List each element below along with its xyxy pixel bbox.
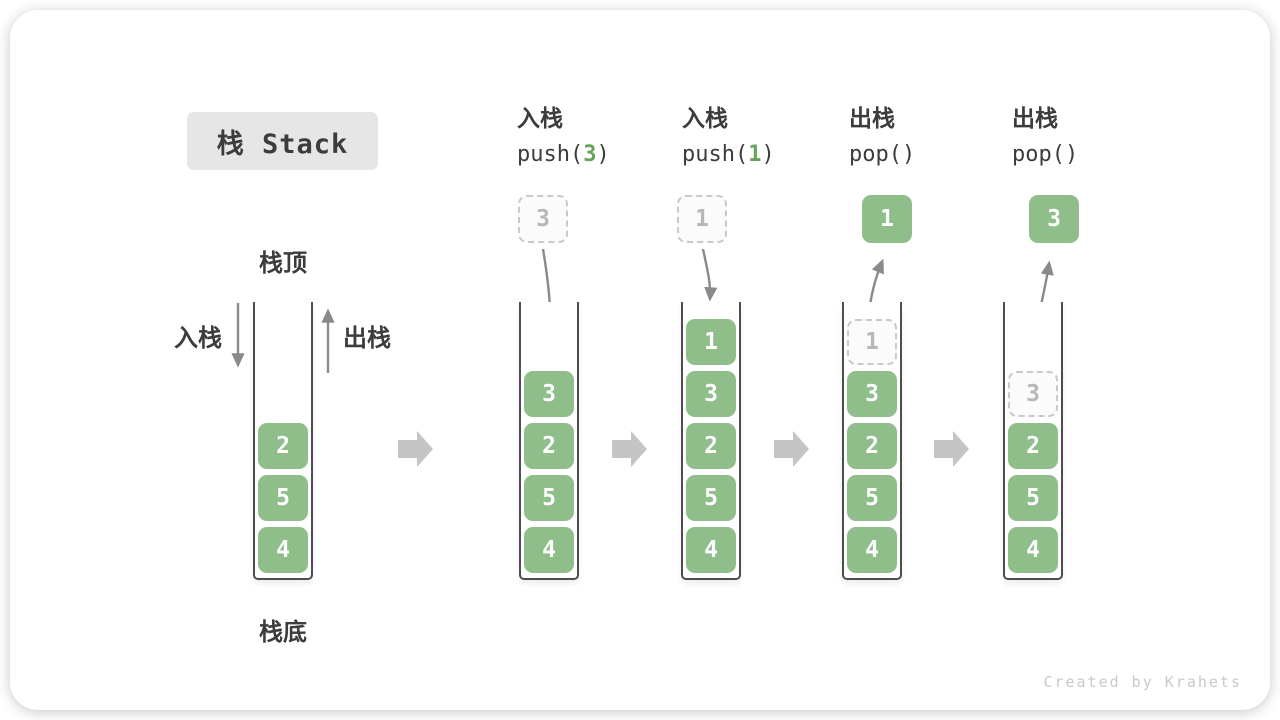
op-arg: 3 — [583, 142, 597, 167]
stack-cell: 3 — [524, 371, 574, 417]
stack-initial: 2 5 4 — [253, 302, 313, 580]
stack-after-pop-1: 1 3 2 5 4 — [842, 302, 902, 580]
op-code: pop() — [1012, 142, 1079, 167]
floating-value-push-3: 3 — [518, 195, 568, 243]
op-name: 出栈 — [849, 106, 895, 132]
stack-cell: 4 — [258, 527, 308, 573]
stack-cell: 2 — [847, 423, 897, 469]
stack-after-push-1: 1 3 2 5 4 — [681, 302, 741, 580]
op-arg: 1 — [748, 142, 762, 167]
stack-cell: 2 — [1008, 423, 1058, 469]
step-arrow-4 — [934, 431, 969, 467]
stack-cell: 2 — [686, 423, 736, 469]
floating-value-popped-3: 3 — [1029, 195, 1079, 243]
watermark: Created by Krahets — [1043, 673, 1242, 691]
stack-cell: 4 — [847, 527, 897, 573]
page-title: 栈 Stack — [216, 128, 349, 160]
stack-bottom-label: 栈底 — [259, 618, 307, 646]
op-label-push-3: 入栈 push(3) — [517, 105, 610, 168]
stack-cell: 5 — [258, 475, 308, 521]
step-arrow-1 — [398, 431, 433, 467]
stack-top-label: 栈顶 — [259, 249, 307, 277]
floating-value-push-1: 1 — [677, 195, 727, 243]
step-arrow-3 — [774, 431, 809, 467]
stack-cell: 4 — [686, 527, 736, 573]
op-name: 入栈 — [517, 106, 563, 132]
op-name: 出栈 — [1012, 106, 1058, 132]
stack-cell: 4 — [524, 527, 574, 573]
pop-side-label: 出栈 — [343, 324, 391, 352]
op-label-push-1: 入栈 push(1) — [682, 105, 775, 168]
op-code: push(3) — [517, 142, 610, 167]
op-label-pop-3: 出栈 pop() — [1012, 105, 1078, 168]
stack-after-push-3: 3 2 5 4 — [519, 302, 579, 580]
stack-cell: 5 — [847, 475, 897, 521]
stack-cell: 2 — [258, 423, 308, 469]
op-name: 入栈 — [682, 106, 728, 132]
stack-cell: 5 — [1008, 475, 1058, 521]
stack-after-pop-3: 3 2 5 4 — [1003, 302, 1063, 580]
stack-cell: 2 — [524, 423, 574, 469]
stack-cell-removed: 1 — [847, 319, 897, 365]
op-code: pop() — [849, 142, 916, 167]
op-code: push(1) — [682, 142, 775, 167]
floating-value-popped-1: 1 — [862, 195, 912, 243]
stack-cell: 5 — [524, 475, 574, 521]
stack-cell: 3 — [847, 371, 897, 417]
stack-cell: 5 — [686, 475, 736, 521]
stack-cell: 1 — [686, 319, 736, 365]
stack-cell: 4 — [1008, 527, 1058, 573]
stack-cell: 3 — [686, 371, 736, 417]
step-arrow-2 — [612, 431, 647, 467]
title-box: 栈 Stack — [187, 112, 378, 170]
op-label-pop-1: 出栈 pop() — [849, 105, 915, 168]
push-side-label: 入栈 — [174, 324, 222, 352]
push-1-arrow — [701, 248, 718, 302]
stack-cell-removed: 3 — [1008, 371, 1058, 417]
